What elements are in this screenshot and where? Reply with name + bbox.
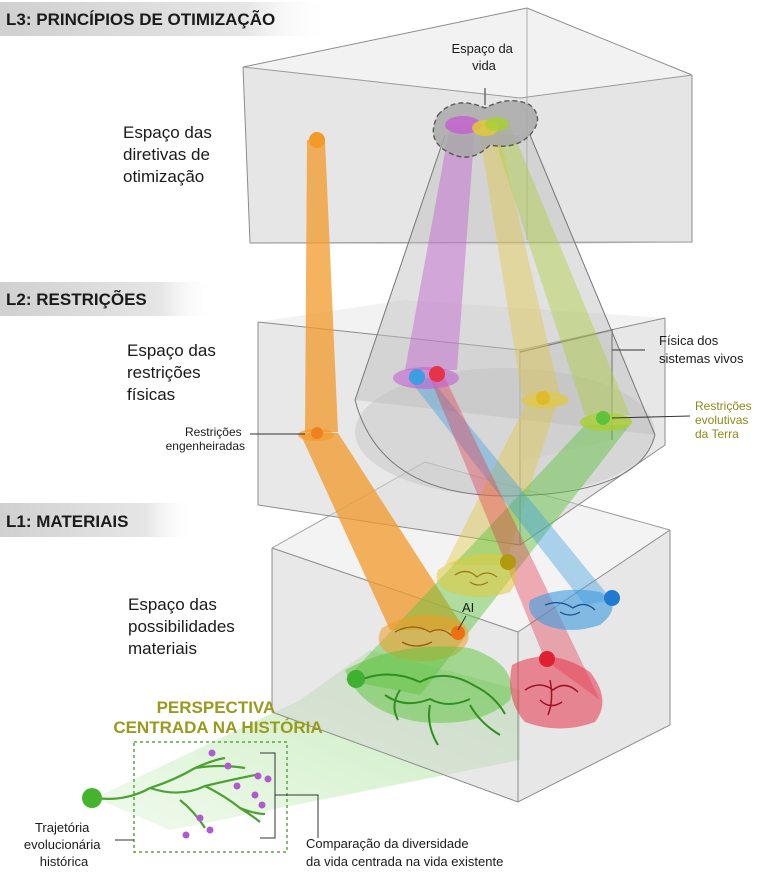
ai-label: AI [462,600,474,615]
life-lime-spot [485,117,509,131]
engineered-label: Restrições engenheiradas [166,425,245,453]
optimization-space-label: Espaço das diretivas de otimização [123,123,217,186]
level-tag-l2: L2: RESTRIÇÕES [0,282,215,316]
constraints-space-label: Espaço das restrições físicas [127,341,221,404]
blue-node [409,369,425,385]
life-purple-spot [445,116,481,134]
earth-constraints-label: Restrições evolutivas da Terra [695,399,755,441]
level-tag-l1: L1: MATERIAIS [0,503,195,537]
living-physics-box [519,329,613,462]
orange-top-node [309,132,325,148]
life-space-label: Espaço da vida [451,41,516,73]
living-physics-label: Física dos sistemas vivos [659,333,744,366]
yellow-node [536,391,550,405]
svg-text:L3: PRINCÍPIOS DE OTIMIZAÇÃO: L3: PRINCÍPIOS DE OTIMIZAÇÃO [6,9,275,29]
green-cluster [345,646,512,746]
svg-text:L2: RESTRIÇÕES: L2: RESTRIÇÕES [6,289,147,309]
materials-space-label: Espaço das possibilidades materiais [128,595,240,658]
history-tree-box [82,741,319,853]
svg-text:L1: MATERIAIS: L1: MATERIAIS [6,512,128,531]
blue-cluster [529,589,620,630]
history-title: PERSPECTIVA CENTRADA NA HISTÓRIA [113,698,322,737]
engineered-node [311,427,323,439]
comparison-label: Comparação da diversidade da vida centra… [306,836,503,869]
earth-node [596,411,610,425]
red-cluster [510,651,603,729]
yellow-cluster [436,553,517,597]
level-tag-l3: L3: PRINCÍPIOS DE OTIMIZAÇÃO [0,2,330,36]
life-cone [354,134,656,497]
purple-disk [393,367,459,389]
trajectory-label: Trajetória evolucionária histórica [24,820,104,869]
callout-lines [115,88,691,841]
red-node [429,366,445,382]
